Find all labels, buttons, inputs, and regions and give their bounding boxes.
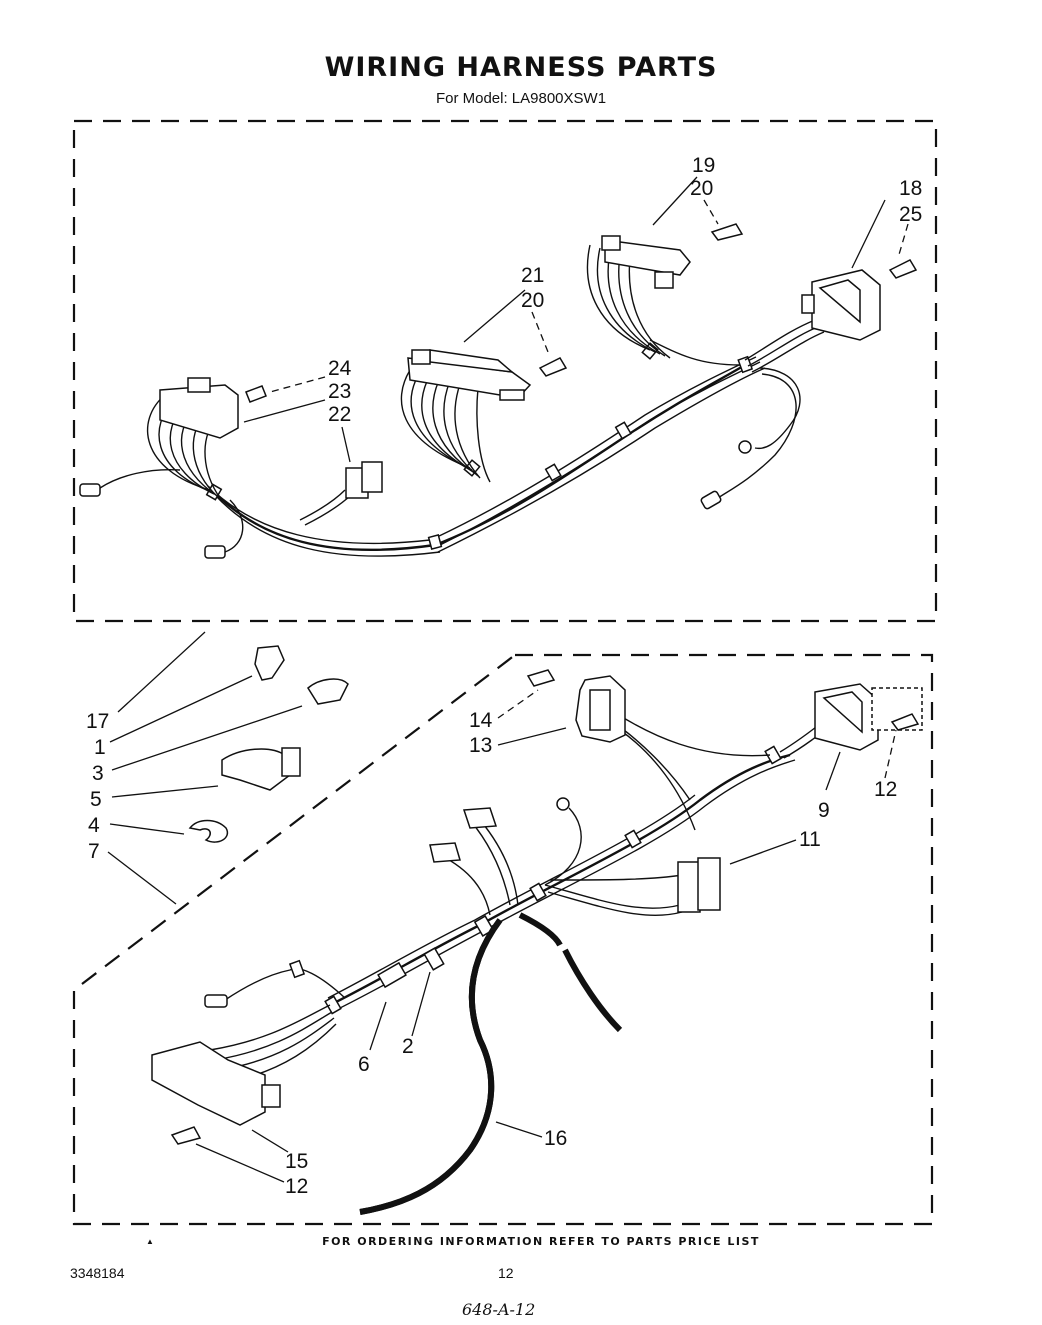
- callout-14: 14: [469, 709, 493, 732]
- callout-17: 17: [86, 710, 109, 733]
- callout-11: 11: [799, 828, 821, 851]
- callout-12-right: 12: [874, 778, 897, 801]
- callout-16: 16: [544, 1127, 567, 1150]
- page-title: WIRING HARNESS PARTS: [324, 52, 718, 83]
- footer-bullet: ▲: [146, 1237, 154, 1246]
- upper-leaders: [243, 176, 909, 463]
- callout-3: 3: [92, 762, 104, 785]
- callout-20-b: 20: [521, 289, 544, 312]
- callout-20: 20: [690, 177, 713, 200]
- handwritten-note: 648-A-12: [462, 1300, 536, 1319]
- lower-callouts: 17 1 3 5 4 7 14 13 12 9 11 6 2 16 15 12: [86, 709, 897, 1198]
- callout-9: 9: [818, 799, 830, 822]
- callout-24: 24: [328, 357, 352, 380]
- page-number: 12: [498, 1265, 514, 1281]
- callout-21: 21: [521, 264, 544, 287]
- lower-leaders: [107, 631, 897, 1183]
- callout-4: 4: [88, 814, 100, 837]
- callout-2: 2: [402, 1035, 414, 1058]
- callout-6: 6: [358, 1053, 370, 1076]
- upper-harness-drawing: [79, 223, 918, 559]
- upper-harness-frame: [72, 119, 938, 623]
- callout-7: 7: [88, 840, 100, 863]
- lower-harness-drawing: [151, 645, 923, 1215]
- callout-18: 18: [899, 177, 922, 200]
- callout-13: 13: [469, 734, 492, 757]
- document-number: 3348184: [70, 1265, 125, 1281]
- model-subtitle: For Model: LA9800XSW1: [435, 90, 607, 107]
- callout-12-left: 12: [285, 1175, 308, 1198]
- callout-1: 1: [94, 736, 106, 759]
- callout-5: 5: [90, 788, 102, 811]
- callout-25: 25: [899, 203, 922, 226]
- callout-22: 22: [328, 403, 351, 426]
- upper-callouts: 19 20 18 25 21 20 24 23 22: [328, 154, 922, 426]
- callout-23: 23: [328, 380, 351, 403]
- ordering-note: FOR ORDERING INFORMATION REFER TO PARTS …: [322, 1235, 760, 1248]
- lower-harness-frame: [72, 653, 934, 1226]
- callout-15: 15: [285, 1150, 308, 1173]
- callout-19: 19: [692, 154, 715, 177]
